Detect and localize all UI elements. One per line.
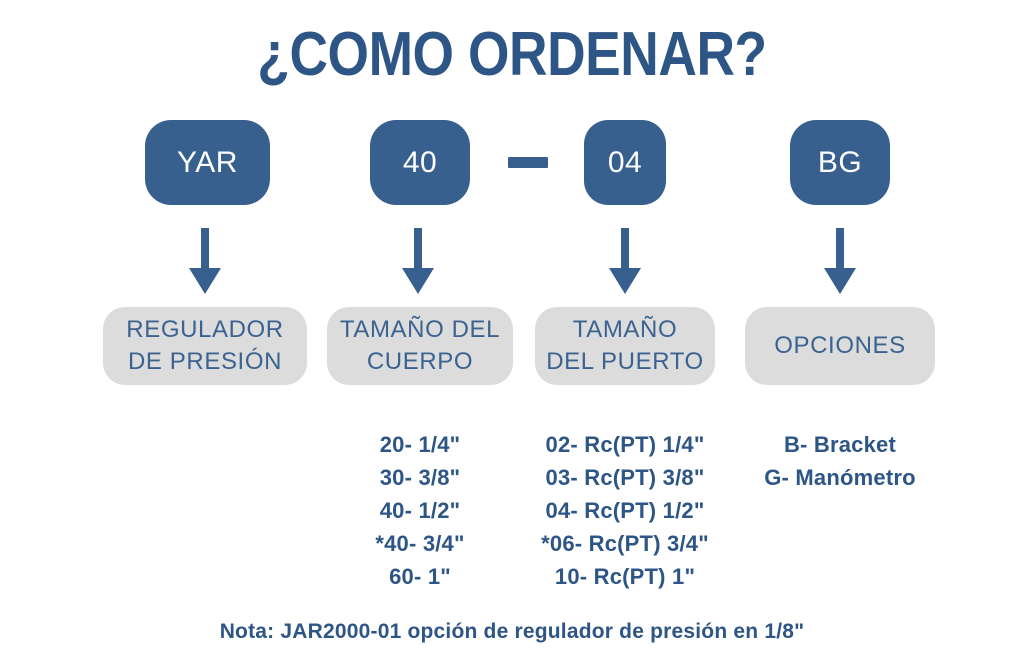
- list-port-size: 02- Rc(PT) 1/4" 03- Rc(PT) 3/8" 04- Rc(P…: [525, 428, 725, 593]
- down-arrow-icon: [185, 228, 225, 298]
- list-item: 40- 1/2": [379, 498, 461, 523]
- label-box-options: OPCIONES: [745, 307, 935, 385]
- separator-dash: [508, 157, 548, 168]
- code-box-port-size: 04: [584, 120, 666, 205]
- label-box-regulator: REGULADOR DE PRESIÓN: [103, 307, 307, 385]
- label-line-2: DE PRESIÓN: [127, 348, 283, 375]
- label-line-2: CUERPO: [366, 348, 474, 375]
- page-title: ¿COMO ORDENAR?: [257, 20, 767, 89]
- label-line-2: DEL PUERTO: [546, 348, 704, 375]
- list-item: *40- 3/4": [375, 531, 465, 556]
- label-box-regulator-text: REGULADOR DE PRESIÓN: [126, 314, 283, 377]
- list-item: 03- Rc(PT) 3/8": [545, 465, 705, 490]
- list-item: 04- Rc(PT) 1/2": [545, 498, 705, 523]
- label-line-1: TAMAÑO: [572, 316, 678, 344]
- code-box-port-size-label: 04: [607, 145, 643, 179]
- list-item: *06- Rc(PT) 3/4": [541, 531, 709, 556]
- list-item: 60- 1": [389, 564, 451, 589]
- code-box-options-label: BG: [817, 145, 863, 179]
- label-box-port-size: TAMAÑO DEL PUERTO: [535, 307, 715, 385]
- list-item: 10- Rc(PT) 1": [554, 564, 696, 589]
- code-box-body-size: 40: [370, 120, 470, 205]
- label-box-port-size-text: TAMAÑO DEL PUERTO: [546, 314, 704, 377]
- list-body-size: 20- 1/4" 30- 3/8" 40- 1/2" *40- 3/4" 60-…: [330, 428, 510, 593]
- footer-note: Nota: JAR2000-01 opción de regulador de …: [219, 620, 805, 643]
- list-item: G- Manómetro: [764, 465, 916, 490]
- list-item: 20- 1/4": [379, 432, 461, 457]
- label-line-1: TAMAÑO DEL: [339, 316, 501, 344]
- label-box-body-size: TAMAÑO DEL CUERPO: [327, 307, 513, 385]
- code-box-regulator: YAR: [145, 120, 270, 205]
- down-arrow-icon: [605, 228, 645, 298]
- label-box-options-text: OPCIONES: [774, 332, 906, 360]
- label-line-1: REGULADOR: [126, 316, 284, 344]
- list-item: B- Bracket: [783, 432, 897, 457]
- down-arrow-icon: [398, 228, 438, 298]
- code-box-options: BG: [790, 120, 890, 205]
- label-box-body-size-text: TAMAÑO DEL CUERPO: [340, 314, 500, 377]
- list-options: B- Bracket G- Manómetro: [745, 428, 935, 494]
- code-box-body-size-label: 40: [402, 145, 438, 179]
- list-item: 30- 3/8": [379, 465, 461, 490]
- code-box-regulator-label: YAR: [177, 145, 238, 179]
- list-item: 02- Rc(PT) 1/4": [545, 432, 705, 457]
- down-arrow-icon: [820, 228, 860, 298]
